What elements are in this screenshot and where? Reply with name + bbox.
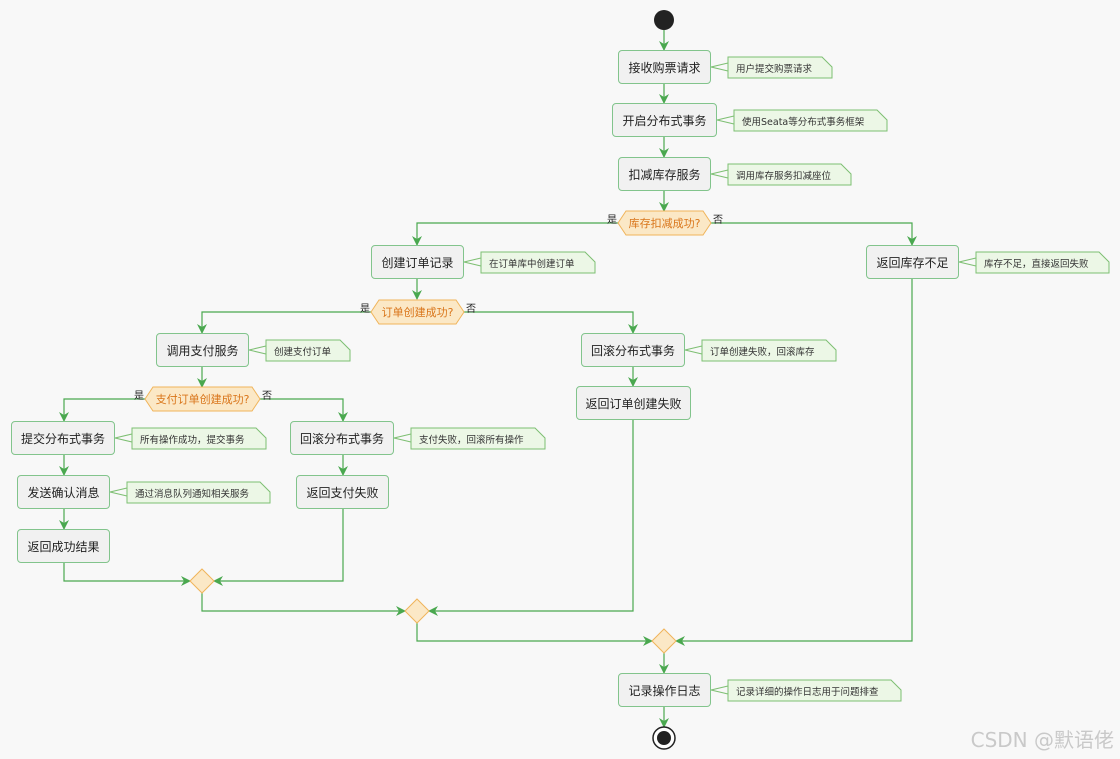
activity-rollback-payment: 回滚分布式事务 xyxy=(290,421,394,455)
activity-deduct-stock: 扣减库存服务 xyxy=(618,157,711,191)
label-no-order: 否 xyxy=(466,304,476,315)
note-shape-send-msg xyxy=(126,481,271,504)
merge-diamond-3 xyxy=(651,628,677,654)
merge-diamond-2 xyxy=(404,598,430,624)
note-begin-transaction: 使用Seata等分布式事务框架 xyxy=(742,116,865,128)
note-shape-create-order xyxy=(480,251,596,274)
label-no-stock: 否 xyxy=(713,215,723,226)
label-yes-pay: 是 xyxy=(134,391,144,402)
decision-pay-shape xyxy=(144,386,261,412)
activity-record-log: 记录操作日志 xyxy=(618,673,711,707)
activity-return-pay-fail: 返回支付失败 xyxy=(296,475,389,509)
activity-return-order-fail: 返回订单创建失败 xyxy=(576,386,691,420)
note-stock-low: 库存不足，直接返回失败 xyxy=(984,258,1089,270)
note-receive: 用户提交购票请求 xyxy=(736,63,813,75)
activity-rollback-order: 回滚分布式事务 xyxy=(581,333,685,367)
note-shape-deduct xyxy=(727,163,852,186)
activity-create-order: 创建订单记录 xyxy=(371,245,464,279)
decision-payment-created: 支付订单创建成功? xyxy=(155,393,250,406)
activity-send-confirmation: 发送确认消息 xyxy=(17,475,110,509)
merge-diamond-1 xyxy=(189,568,215,594)
activity-begin-transaction: 开启分布式事务 xyxy=(612,103,717,137)
note-shape-rollback-order xyxy=(701,339,837,362)
note-shape-log xyxy=(727,679,902,702)
activity-return-success: 返回成功结果 xyxy=(17,529,110,563)
note-record-log: 记录详细的操作日志用于问题排查 xyxy=(736,686,879,698)
note-commit: 所有操作成功，提交事务 xyxy=(140,434,245,446)
start-node xyxy=(654,10,674,30)
note-send-confirmation: 通过消息队列通知相关服务 xyxy=(135,488,250,500)
activity-commit-transaction: 提交分布式事务 xyxy=(11,421,115,455)
note-call-payment: 创建支付订单 xyxy=(274,346,332,358)
note-shape-receive xyxy=(727,56,833,79)
activity-return-stock-low: 返回库存不足 xyxy=(866,245,959,279)
note-create-order: 在订单库中创建订单 xyxy=(489,258,575,270)
decision-order-shape xyxy=(370,299,465,325)
activity-receive-request: 接收购票请求 xyxy=(618,50,711,84)
note-deduct-stock: 调用库存服务扣减座位 xyxy=(736,170,832,182)
decision-order-created: 订单创建成功? xyxy=(381,306,454,319)
note-rollback-order: 订单创建失败，回滚库存 xyxy=(710,346,815,358)
note-shape-begin-tx xyxy=(733,109,888,132)
note-shape-stock-low xyxy=(975,251,1110,274)
note-shape-rollback-pay xyxy=(410,427,546,450)
decision-stock-shape xyxy=(617,210,712,236)
note-shape-commit xyxy=(131,427,267,450)
label-yes-order: 是 xyxy=(360,304,370,315)
note-rollback-payment: 支付失败，回滚所有操作 xyxy=(419,434,524,446)
decision-stock-deducted: 库存扣减成功? xyxy=(628,217,701,230)
activity-call-payment: 调用支付服务 xyxy=(156,333,249,367)
label-yes-stock: 是 xyxy=(607,215,617,226)
label-no-pay: 否 xyxy=(262,391,272,402)
watermark: CSDN @默语佬 xyxy=(970,728,1114,752)
note-shape-call-pay xyxy=(265,339,351,362)
